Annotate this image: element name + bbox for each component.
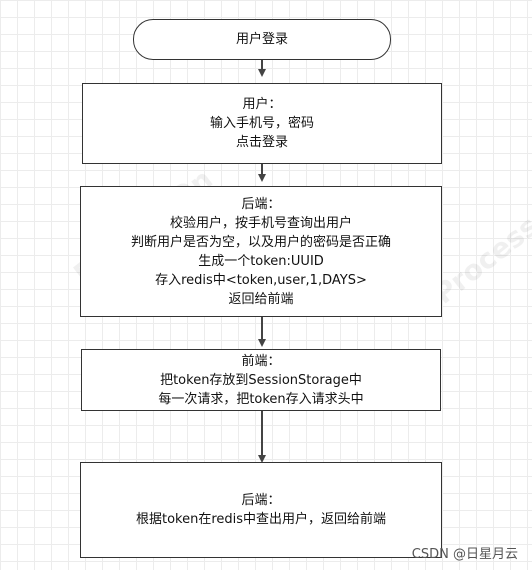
backend-query-line-1: 后端：	[241, 493, 281, 508]
arrow-head-2	[258, 174, 266, 182]
backend-validate-line-2: 校验用户，按手机号查询出用户	[169, 215, 352, 231]
backend-query-text: 后端： 根据token在redis中查出用户，返回给前端	[136, 491, 386, 529]
frontend-node[interactable]: 前端： 把token存放到SessionStorage中 每一次请求，把toke…	[81, 349, 441, 411]
frontend-line-1: 前端：	[241, 353, 281, 369]
backend-validate-line-6: 返回给前端	[228, 291, 294, 307]
user-node-text: 用户： 输入手机号，密码 点击登录	[210, 95, 314, 152]
backend-validate-line-1: 后端：	[241, 196, 281, 212]
backend-query-node[interactable]: 后端： 根据token在redis中查出用户，返回给前端	[80, 462, 442, 558]
backend-validate-line-5: 存入redis中<token,user,1,DAYS>	[155, 272, 367, 288]
backend-validate-line-3: 判断用户是否为空，以及用户的密码是否正确	[130, 234, 391, 250]
start-line: 用户登录	[235, 32, 288, 47]
backend-validate-text: 后端： 校验用户，按手机号查询出用户 判断用户是否为空，以及用户的密码是否正确 …	[131, 195, 391, 309]
user-line-2: 输入手机号，密码	[209, 116, 314, 131]
arrow-head-4	[258, 455, 266, 463]
watermark-right: ProcessOn	[427, 182, 532, 311]
start-node[interactable]: 用户登录	[133, 19, 391, 60]
start-node-text: 用户登录	[236, 30, 288, 49]
connector-1	[261, 60, 263, 70]
backend-query-line-2: 根据token在redis中查出用户，返回给前端	[135, 512, 387, 527]
arrow-head-3	[258, 339, 266, 347]
csdn-credit: CSDN @日星月云	[411, 547, 518, 562]
connector-2	[261, 164, 263, 175]
backend-validate-node[interactable]: 后端： 校验用户，按手机号查询出用户 判断用户是否为空，以及用户的密码是否正确 …	[80, 186, 442, 317]
backend-validate-line-4: 生成一个token:UUID	[198, 253, 324, 269]
frontend-line-2: 把token存放到SessionStorage中	[160, 372, 362, 388]
connector-4	[261, 411, 263, 456]
user-node[interactable]: 用户： 输入手机号，密码 点击登录	[82, 83, 442, 164]
user-line-1: 用户：	[242, 97, 282, 112]
arrow-head-1	[258, 69, 266, 77]
connector-3	[261, 317, 263, 340]
user-line-3: 点击登录	[235, 135, 288, 150]
frontend-line-3: 每一次请求，把token存入请求头中	[158, 391, 364, 407]
frontend-node-text: 前端： 把token存放到SessionStorage中 每一次请求，把toke…	[158, 352, 363, 409]
